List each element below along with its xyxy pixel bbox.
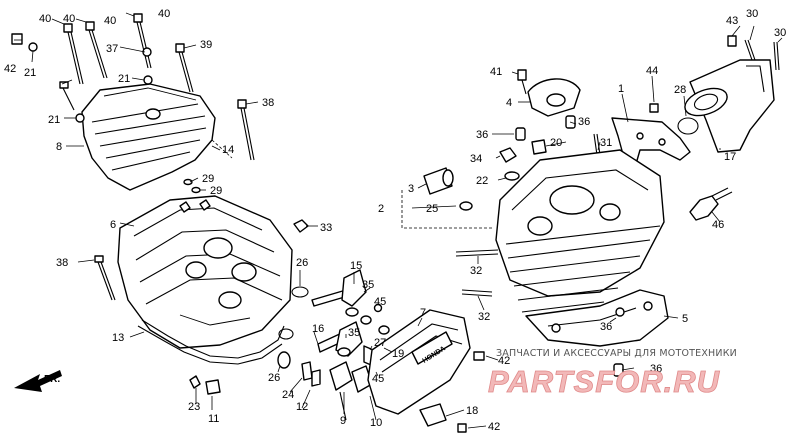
callout-44: 44: [646, 65, 658, 77]
spark-plug: [689, 187, 733, 221]
callout-34: 34: [470, 153, 482, 165]
side-cover: HONDA: [367, 309, 485, 433]
cylinder-assembly: [495, 149, 669, 347]
callout-2: 2: [378, 203, 384, 215]
callout-11: 11: [208, 413, 219, 425]
port-plug: [423, 167, 473, 211]
callout-40: 40: [104, 15, 116, 27]
cam-holder: [517, 69, 581, 117]
callout-26: 26: [296, 257, 308, 269]
callout-20: 20: [550, 137, 562, 149]
callout-14: 14: [222, 144, 234, 156]
callout-40: 40: [63, 13, 75, 25]
callout-39: 39: [200, 39, 212, 51]
callout-36: 36: [600, 321, 612, 333]
callout-32: 32: [470, 265, 482, 277]
callout-46: 46: [712, 219, 724, 231]
callout-19: 19: [392, 348, 404, 360]
long-bolts: [11, 13, 255, 301]
watermark-tagline: ЗАПЧАСТИ И АКСЕССУАРЫ ДЛЯ МОТОТЕХНИКИ: [496, 348, 737, 359]
callout-1: 1: [618, 83, 624, 95]
callout-21: 21: [118, 73, 130, 85]
front-direction-marker: FR.: [14, 370, 62, 392]
callout-42: 42: [488, 421, 500, 433]
callout-23: 23: [188, 401, 200, 413]
callout-35: 35: [362, 279, 374, 291]
callout-45: 45: [372, 373, 384, 385]
o-rings-26: [277, 286, 309, 369]
callout-40: 40: [39, 13, 51, 25]
callout-18: 18: [466, 405, 478, 417]
studs-32: [455, 249, 499, 297]
callout-43: 43: [726, 15, 738, 27]
callout-5: 5: [682, 313, 688, 325]
head-cover-gasket: [137, 319, 285, 365]
callout-7: 7: [420, 307, 426, 319]
callout-13: 13: [112, 332, 124, 344]
callout-17: 17: [724, 151, 736, 163]
callout-36: 36: [650, 363, 662, 375]
watermark-logo: PARTSFOR.RU: [488, 364, 721, 399]
callout-42: 42: [4, 63, 16, 75]
callout-21: 21: [24, 67, 36, 79]
callout-32: 32: [478, 311, 490, 323]
callout-6: 6: [110, 219, 116, 231]
callout-3: 3: [408, 183, 414, 195]
group-bracket-2: [401, 190, 494, 229]
washers-29: [183, 178, 201, 194]
callout-37: 37: [106, 43, 118, 55]
rocker-arms: [189, 269, 390, 421]
callout-9: 9: [340, 415, 346, 427]
callout-33: 33: [320, 222, 332, 234]
callout-10: 10: [370, 417, 382, 429]
watermark: ЗАПЧАСТИ И АКСЕССУАРЫ ДЛЯ МОТОТЕХНИКИ PA…: [488, 348, 737, 399]
callout-45: 45: [374, 296, 386, 308]
callout-4: 4: [506, 97, 512, 109]
callout-40: 40: [158, 8, 170, 20]
callout-22: 22: [476, 175, 488, 187]
callout-38: 38: [56, 257, 68, 269]
callout-29: 29: [210, 185, 222, 197]
callout-8: 8: [56, 141, 62, 153]
callout-30: 30: [746, 8, 758, 20]
callout-24: 24: [282, 389, 294, 401]
callout-36: 36: [578, 116, 590, 128]
callout-12: 12: [296, 401, 308, 413]
intake-pipe: [677, 35, 780, 153]
callout-42: 42: [498, 355, 510, 367]
callout-30: 30: [774, 27, 786, 39]
callout-16: 16: [312, 323, 324, 335]
callout-29: 29: [202, 173, 214, 185]
callout-41: 41: [490, 66, 502, 78]
leader-lines: [14, 12, 783, 429]
callout-15: 15: [350, 260, 362, 272]
callout-28: 28: [674, 84, 686, 96]
callout-25: 25: [426, 203, 438, 215]
cylinder-head: [117, 195, 309, 349]
callout-21: 21: [48, 114, 60, 126]
callout-labels: 40 40 40 42 21 37 39 40 21 21 38 8 14 29…: [4, 8, 786, 433]
callout-36: 36: [476, 129, 488, 141]
callout-35: 35: [348, 327, 360, 339]
head-cover: [81, 83, 233, 191]
callout-38: 38: [262, 97, 274, 109]
callout-27: 27: [374, 337, 386, 349]
callout-26: 26: [268, 372, 280, 384]
callout-31: 31: [600, 137, 612, 149]
direction-label: FR.: [44, 374, 60, 385]
